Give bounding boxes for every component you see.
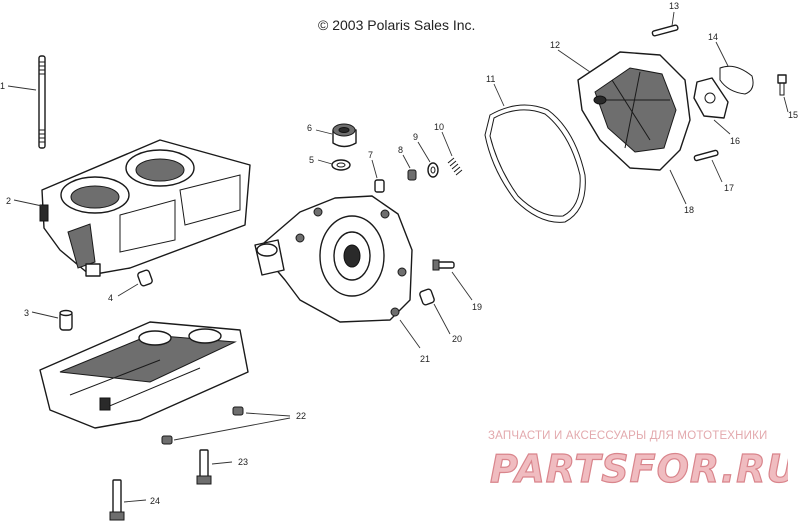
callout-10: 10 — [434, 122, 444, 132]
part-4-dowel — [137, 269, 153, 287]
callout-3: 3 — [24, 308, 29, 318]
callout-18: 18 — [684, 205, 694, 215]
part-6-seal — [332, 123, 357, 148]
part-5-washer — [331, 159, 351, 171]
part-20-pin — [419, 288, 435, 306]
callout-1: 1 — [0, 81, 5, 91]
part-24-bolt — [109, 479, 125, 521]
part-15-bolt — [777, 74, 787, 96]
part-9-washer — [427, 162, 439, 178]
callout-11: 11 — [486, 74, 495, 84]
watermark-logo-text: PARTSFOR.RU — [490, 447, 788, 491]
callout-12: 12 — [550, 40, 560, 50]
part-23-bolt — [196, 449, 212, 485]
callout-4: 4 — [108, 293, 113, 303]
part-1-stud — [38, 55, 46, 149]
part-21-housing — [254, 195, 413, 323]
callout-22: 22 — [296, 411, 306, 421]
callout-20: 20 — [452, 334, 462, 344]
callout-19: 19 — [472, 302, 482, 312]
callout-numbers: 1 2 3 4 5 6 7 8 9 10 11 12 13 14 15 16 1… — [0, 1, 798, 506]
part-17-bolt — [693, 149, 719, 162]
callout-6: 6 — [307, 123, 312, 133]
part-10-spring — [447, 157, 463, 176]
part-16-cover-plate — [693, 77, 729, 119]
part-3-dowel — [59, 309, 73, 331]
leader-lines — [7, 11, 789, 503]
part-7-pin — [374, 179, 385, 193]
part-2-upper-crankcase — [39, 139, 251, 277]
part-8-fitting — [407, 169, 417, 181]
callout-17: 17 — [724, 183, 734, 193]
copyright-notice: © 2003 Polaris Sales Inc. — [318, 17, 476, 33]
callout-15: 15 — [788, 110, 798, 120]
watermark-logo: PARTSFOR.RU — [489, 446, 788, 491]
callout-9: 9 — [413, 132, 418, 142]
callout-21: 21 — [420, 354, 430, 364]
lower-crankcase — [39, 321, 249, 429]
callout-7: 7 — [368, 150, 373, 160]
part-13-bolt — [651, 24, 679, 37]
part-19-bolt — [432, 259, 455, 271]
part-14-gasket — [719, 65, 754, 95]
part-12-outer-cover — [577, 51, 691, 171]
callout-8: 8 — [398, 145, 403, 155]
watermark-tagline: ЗАПЧАСТИ И АКСЕССУАРЫ ДЛЯ МОТОТЕХНИКИ — [488, 430, 768, 442]
callout-16: 16 — [730, 136, 740, 146]
callout-13: 13 — [669, 1, 679, 11]
callout-14: 14 — [708, 32, 718, 42]
part-22-screws — [161, 406, 244, 445]
callout-23: 23 — [238, 457, 248, 467]
part-11-gasket — [484, 104, 586, 223]
callout-5: 5 — [309, 155, 314, 165]
callout-24: 24 — [150, 496, 160, 506]
callout-2: 2 — [6, 196, 11, 206]
